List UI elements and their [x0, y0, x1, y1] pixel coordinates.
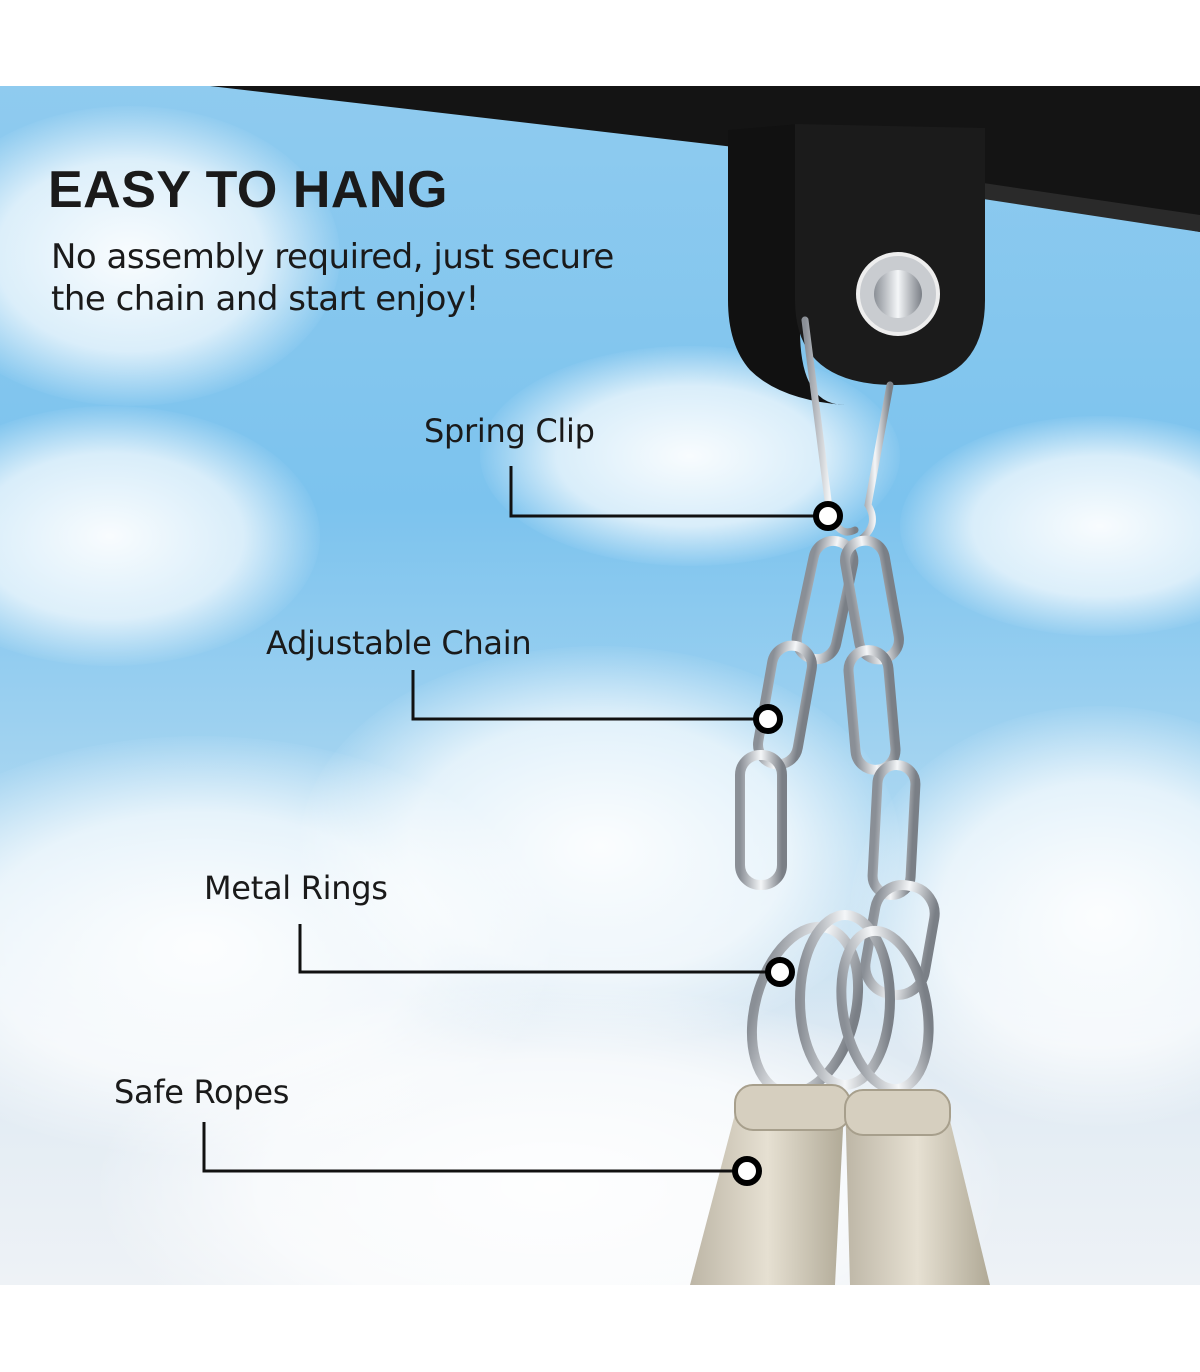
- product-photo-sky-background: [0, 86, 1200, 1285]
- metal-rings: [746, 910, 934, 1099]
- cloud: [0, 106, 340, 406]
- callout-label-adjustable-chain: Adjustable Chain: [266, 624, 532, 662]
- callout-line-safe-ropes: [202, 1122, 737, 1173]
- beam: [210, 86, 1200, 232]
- callout-line-adjustable-chain: [411, 670, 758, 721]
- subtitle-line-1: No assembly required, just secure: [51, 237, 614, 277]
- bracket-side: [728, 124, 845, 405]
- subtitle: No assembly required, just secure the ch…: [51, 236, 614, 320]
- callout-marker-icon: [732, 1156, 762, 1186]
- callout-label-spring-clip: Spring Clip: [424, 412, 595, 450]
- callout-line-metal-rings: [298, 924, 770, 974]
- callout-line-spring-clip: [509, 466, 818, 518]
- callout-marker-icon: [765, 957, 795, 987]
- page-title: EASY TO HANG: [48, 161, 448, 219]
- subtitle-line-2: the chain and start enjoy!: [51, 279, 479, 319]
- cloud: [900, 416, 1200, 636]
- callout-label-metal-rings: Metal Rings: [204, 869, 388, 907]
- callout-label-safe-ropes: Safe Ropes: [114, 1073, 290, 1111]
- ropes: [690, 1084, 990, 1285]
- callout-marker-icon: [813, 501, 843, 531]
- callout-marker-icon: [753, 704, 783, 734]
- bolt-icon: [874, 270, 922, 318]
